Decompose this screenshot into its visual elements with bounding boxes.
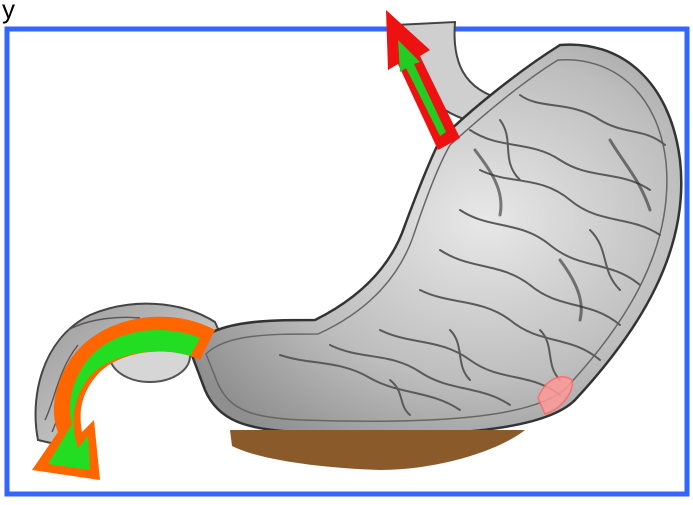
- gastric-contents: [230, 430, 525, 470]
- corner-label: y: [2, 0, 15, 22]
